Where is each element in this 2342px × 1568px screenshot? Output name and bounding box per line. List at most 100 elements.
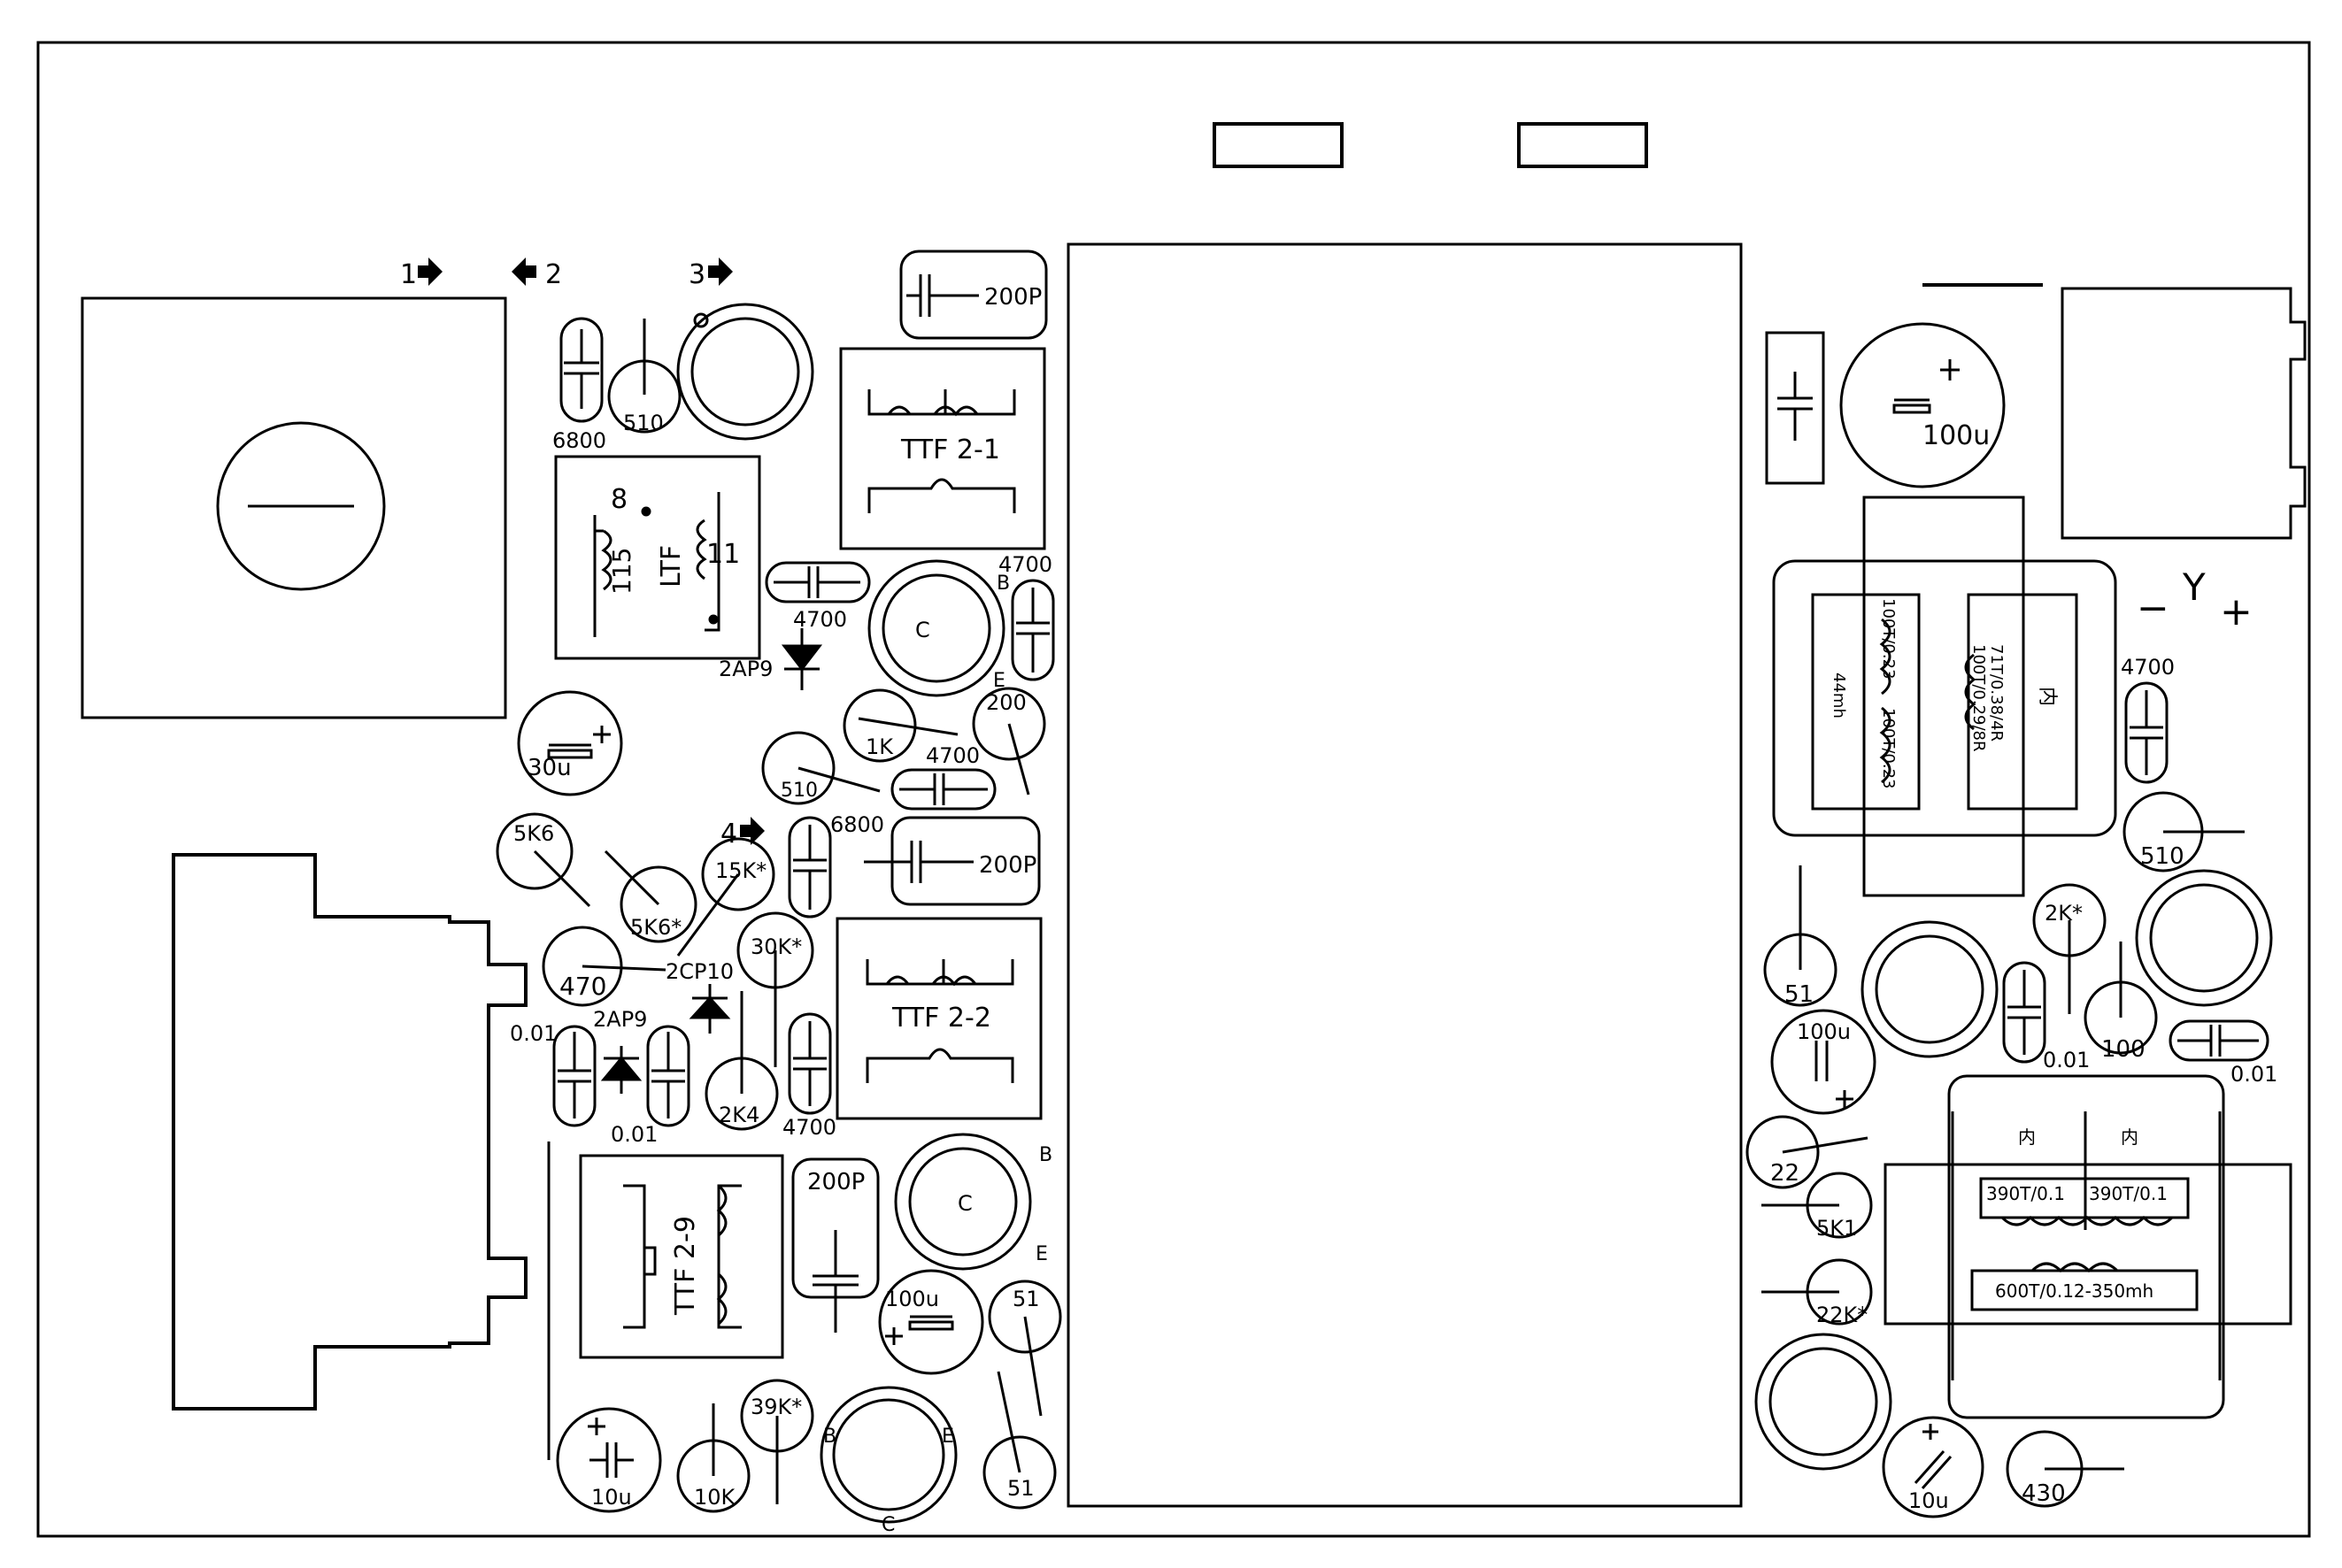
resistor-51-a — [988, 1280, 1062, 1417]
transformer-ltf — [554, 455, 761, 660]
label-plus: + — [2220, 589, 2253, 634]
label-2ap9-a: 2AP9 — [719, 657, 773, 681]
label-001-a: 0.01 — [510, 1021, 557, 1046]
label-39k: 39K* — [751, 1395, 802, 1419]
transistor-c-top — [867, 559, 1005, 697]
capacitor-200p-b — [864, 816, 1041, 906]
pin-1-arrow-icon — [418, 257, 443, 286]
transformer-upper-right — [1772, 496, 2117, 897]
winding-390t-a: 390T/0.1 — [1986, 1183, 2065, 1204]
label-22k: 22K* — [1816, 1303, 1868, 1327]
relay-outline-right — [2061, 287, 2307, 540]
resistor-2k — [2032, 883, 2107, 1014]
winding-100t-a: 100T/0.23 — [1879, 598, 1898, 680]
label-b-c: B — [823, 1426, 836, 1448]
label-4700-d: 4700 — [782, 1115, 836, 1140]
pin-3-label: 3 — [689, 259, 705, 290]
ttf-2-1-label: TTF 2-1 — [900, 434, 1000, 465]
capacitor-100u-a — [878, 1269, 984, 1375]
label-470: 470 — [559, 972, 606, 1001]
central-module-outline — [1067, 242, 1743, 1508]
capacitor-001-d — [2169, 1019, 2269, 1062]
pin-2-label: 2 — [545, 259, 562, 290]
label-100: 100 — [2101, 1036, 2146, 1063]
label-y: Y — [2182, 565, 2206, 609]
label-b-b: B — [1039, 1144, 1052, 1166]
pin-4-label: 4 — [720, 819, 737, 849]
left-potentiometer — [81, 296, 507, 719]
resistor-470 — [542, 926, 666, 1007]
transistor-ring-right-c — [1754, 1333, 1892, 1471]
transistor-ring-right-a — [1861, 920, 1999, 1058]
label-51-a: 51 — [1013, 1287, 1040, 1311]
capacitor-6800-b — [788, 816, 832, 919]
label-6800-a: 6800 — [552, 428, 606, 453]
label-200p-b: 200P — [979, 852, 1036, 879]
label-200p-a: 200P — [984, 284, 1042, 311]
label-4700-b: 4700 — [998, 552, 1052, 577]
label-30u: 30u — [528, 755, 572, 781]
top-slot-left — [1213, 122, 1344, 168]
resistor-5k6-b — [604, 849, 697, 943]
label-5k1: 5K1 — [1816, 1216, 1857, 1241]
ttf-2-2-label: TTF 2-2 — [891, 1003, 991, 1034]
capacitor-001-a — [552, 1025, 597, 1127]
label-30k: 30K* — [751, 934, 802, 959]
label-51-c: 51 — [1784, 981, 1814, 1008]
capacitor-6800-a — [559, 317, 604, 423]
transistor-ring-bottom — [820, 1386, 958, 1524]
capacitor-4700-b — [1011, 579, 1055, 681]
label-2ap9-b: 2AP9 — [593, 1007, 647, 1032]
resistor-5k1 — [1761, 1172, 1873, 1239]
resistor-430 — [2006, 1430, 2124, 1508]
resistor-51-b — [982, 1371, 1057, 1510]
label-100u-a: 100u — [885, 1287, 939, 1311]
resistor-51-c — [1763, 865, 1837, 1007]
winding-100t-c: 100T/0.29/8R — [1969, 644, 1988, 752]
resistor-510-b — [761, 731, 881, 805]
diode-2cp10 — [689, 984, 731, 1034]
inductance-44mh: 44mh — [1830, 673, 1848, 719]
label-inner-b: 内 — [2018, 1126, 2036, 1148]
pin-markers: 1 2 3 4 — [400, 257, 765, 849]
label-5k6-a: 5K6 — [513, 821, 554, 846]
label-4700-c: 4700 — [926, 743, 980, 768]
label-c-b: C — [958, 1191, 973, 1216]
capacitor-001-b — [646, 1025, 690, 1127]
label-6800-b: 6800 — [830, 812, 884, 837]
label-c-c: C — [882, 1514, 895, 1536]
ltf-pin-115: 115 — [607, 548, 636, 595]
label-001-b: 0.01 — [611, 1122, 658, 1147]
resistor-5k6-a — [496, 812, 591, 908]
label-2k4: 2K4 — [719, 1103, 759, 1127]
label-200p-c: 200P — [807, 1169, 865, 1195]
label-200: 200 — [986, 690, 1027, 715]
resistor-30k — [736, 911, 814, 1067]
transformer-ttf-2-2 — [836, 917, 1043, 1120]
transistor-ring-top — [676, 303, 814, 441]
label-b-a: B — [997, 573, 1010, 595]
resistor-39k — [740, 1379, 814, 1504]
resistor-10k — [676, 1403, 751, 1513]
label-c-a: C — [915, 618, 930, 642]
label-510-a: 510 — [623, 411, 664, 435]
label-1k: 1K — [866, 734, 894, 759]
transformer-ttf-2-9 — [579, 1154, 784, 1359]
transistor-ring-right-b — [2135, 869, 2273, 1007]
capacitor-30u — [517, 690, 623, 796]
resistor-15k — [676, 837, 775, 957]
capacitor-4700-c — [890, 768, 997, 811]
capacitor-001-c — [2002, 961, 2046, 1064]
resistor-2k4 — [705, 991, 779, 1131]
label-4700-e: 4700 — [2121, 655, 2175, 680]
ttf-2-9-label: TTF 2-9 — [670, 1216, 701, 1316]
resistor-510-a — [607, 319, 682, 434]
resistor-1k — [843, 688, 959, 763]
resistor-22 — [1745, 1115, 1868, 1189]
label-e-b: E — [1036, 1243, 1048, 1265]
board-outline — [36, 41, 2311, 1538]
transformer-lower-right — [1884, 1074, 2292, 1419]
label-001-c: 0.01 — [2043, 1048, 2090, 1072]
